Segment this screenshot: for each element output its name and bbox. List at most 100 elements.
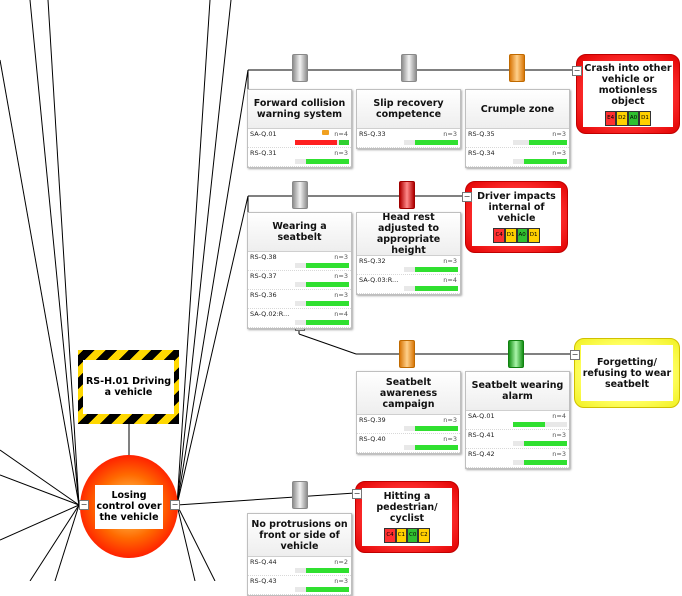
consequence-c3[interactable]: Forgetting/ refusing to wear seatbelt <box>574 338 680 408</box>
indicator-code: RS-Q.42 <box>468 450 495 458</box>
barrier-title: Seatbelt wearing alarm <box>466 372 569 411</box>
indicator-bar-fill <box>523 441 567 446</box>
indicator-bar <box>295 320 349 325</box>
indicator-bar-fill <box>305 587 349 592</box>
indicator-code: RS-Q.41 <box>468 431 495 439</box>
risk-rating-chip: D2 <box>616 110 628 126</box>
indicator-bar-fill <box>414 140 458 145</box>
barrier-title: No protrusions on front or side of vehic… <box>248 514 351 557</box>
indicator-bar <box>404 267 458 272</box>
indicator-row[interactable]: SA-Q.03:R...n=4 <box>357 275 460 294</box>
barrier-title: Head rest adjusted to appropriate height <box>357 212 460 256</box>
indicator-bar <box>295 140 349 145</box>
indicator-count: n=4 <box>334 310 348 318</box>
indicator-bar-fill <box>295 140 338 145</box>
indicator-row[interactable]: SA-Q.02:R...n=4 <box>248 309 351 328</box>
indicator-bar <box>513 460 567 465</box>
indicator-row[interactable]: RS-Q.42 n=3 <box>466 449 569 468</box>
risk-rating-chip: C1 <box>395 528 407 543</box>
indicator-bar-fill <box>305 301 349 306</box>
indicator-bar-fill <box>305 159 349 164</box>
consequence-c1[interactable]: Crash into other vehicle or motionless o… <box>576 54 680 134</box>
collapse-c4-icon[interactable]: − <box>352 489 362 499</box>
consequence-label: Crash into other vehicle or motionless o… <box>584 62 672 107</box>
barrier-title: Seatbelt awareness campaign <box>357 372 460 415</box>
top-event[interactable]: Losing control over the vehicle <box>80 455 178 558</box>
indicator-code: SA-Q.01 <box>468 412 495 420</box>
indicator-row[interactable]: RS-Q.31 n=3 <box>248 148 351 167</box>
indicator-bar <box>404 445 458 450</box>
indicator-bar <box>513 140 567 145</box>
indicator-count: n=3 <box>334 149 348 157</box>
indicator-code: RS-Q.32 <box>359 257 386 265</box>
indicator-count: n=4 <box>443 276 457 284</box>
comment-icon[interactable] <box>322 130 329 135</box>
collapse-left-icon[interactable]: − <box>79 500 89 510</box>
hazard-label: RS-H.01 Driving a vehicle <box>83 360 174 414</box>
collapse-c2-icon[interactable]: − <box>462 192 472 202</box>
indicator-count: n=3 <box>443 435 457 443</box>
indicator-code: RS-Q.43 <box>250 577 277 585</box>
indicator-row[interactable]: RS-Q.32 n=3 <box>357 256 460 275</box>
consequence-label: Hitting a pedestrian/ cyclist <box>376 491 438 524</box>
indicator-bar <box>404 286 458 291</box>
indicator-row[interactable]: RS-Q.38 n=3 <box>248 252 351 271</box>
indicator-count: n=4 <box>334 130 348 138</box>
barrier-b1[interactable]: Forward collision warning system SA-Q.01… <box>247 89 352 168</box>
barrier-b5[interactable]: Head rest adjusted to appropriate height… <box>356 212 461 295</box>
indicator-bar <box>295 587 349 592</box>
collapse-c1-icon[interactable]: − <box>572 66 582 76</box>
indicator-count: n=3 <box>334 253 348 261</box>
indicator-code: RS-Q.38 <box>250 253 277 261</box>
collapse-right-icon[interactable]: − <box>170 500 180 510</box>
barrier-tab-b4 <box>292 181 308 209</box>
barrier-tab-b5 <box>399 181 415 209</box>
indicator-code: SA-Q.01 <box>250 130 277 138</box>
indicator-bar <box>295 301 349 306</box>
barrier-title: Forward collision warning system <box>248 90 351 129</box>
indicator-bar-fill <box>529 140 567 145</box>
indicator-count: n=3 <box>334 291 348 299</box>
barrier-b8[interactable]: No protrusions on front or side of vehic… <box>247 513 352 596</box>
indicator-count: n=3 <box>334 272 348 280</box>
indicator-row[interactable]: SA-Q.01 n=4 <box>248 129 351 148</box>
indicator-count: n=3 <box>552 450 566 458</box>
indicator-code: RS-Q.31 <box>250 149 277 157</box>
hazard-box[interactable]: RS-H.01 Driving a vehicle <box>78 350 179 424</box>
risk-rating-chip: D1 <box>527 228 540 243</box>
consequence-label: Forgetting/ refusing to wear seatbelt <box>582 356 672 390</box>
indicator-bar <box>513 422 567 427</box>
barrier-title: Crumple zone <box>466 90 569 129</box>
risk-rating-chip: A0 <box>627 110 640 126</box>
collapse-c3-icon[interactable]: − <box>570 350 580 360</box>
indicator-count: n=3 <box>443 257 457 265</box>
barrier-tab-b8 <box>292 481 308 509</box>
